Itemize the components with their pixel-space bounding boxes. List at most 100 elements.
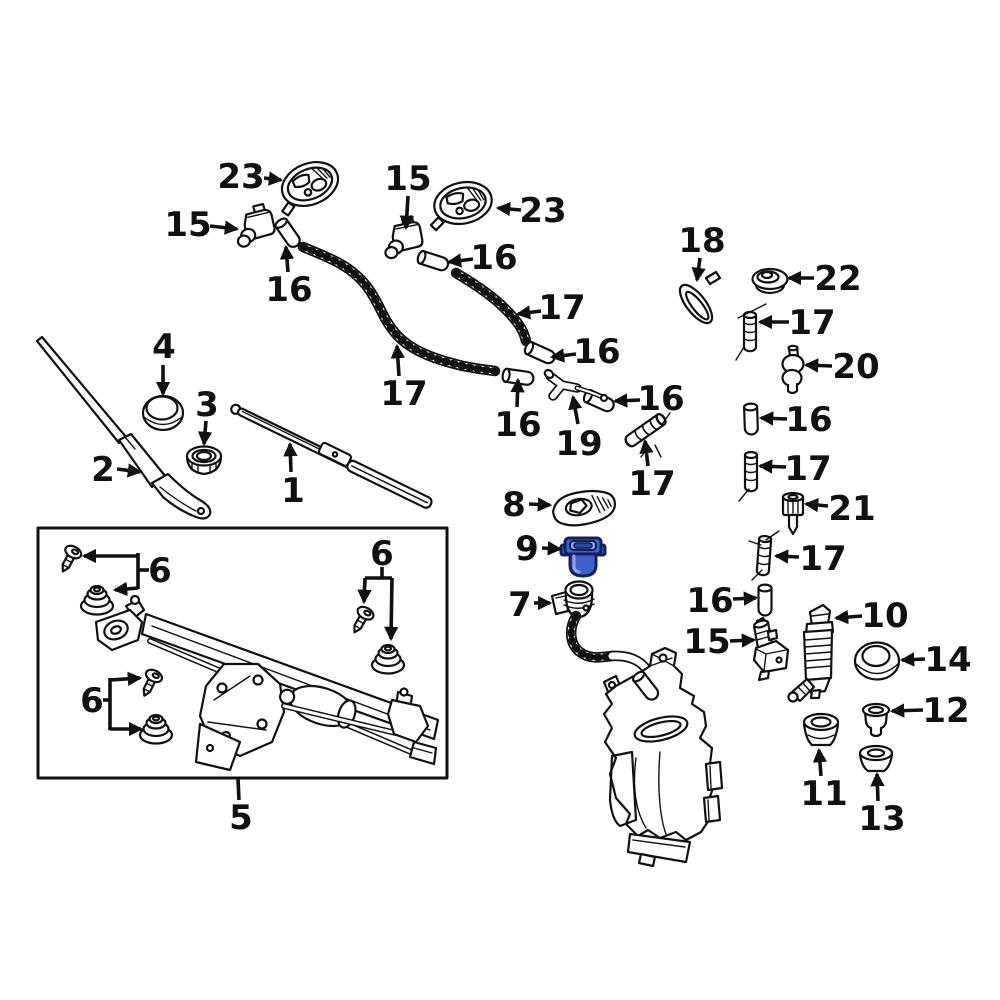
callout-label-15-22: 15 bbox=[683, 622, 730, 662]
callout-12-25: 12 bbox=[889, 691, 970, 731]
callout-label-22-14: 22 bbox=[814, 259, 861, 299]
callout-label-7-30: 7 bbox=[508, 585, 532, 625]
callout-13-27: 13 bbox=[858, 771, 906, 839]
callout-label-20-16: 20 bbox=[832, 347, 879, 387]
callout-label-17-3: 17 bbox=[380, 374, 427, 414]
callout-23-0: 23 bbox=[217, 157, 284, 197]
callout-16-8: 16 bbox=[549, 332, 621, 372]
callout-2-33: 2 bbox=[91, 450, 143, 490]
callout-label-17-7: 17 bbox=[538, 288, 585, 328]
callout-label-16-2: 16 bbox=[265, 270, 312, 310]
callout-label-17-12: 17 bbox=[628, 464, 675, 504]
hose-stub-drawing-3 bbox=[748, 530, 780, 581]
check-valve-drawing bbox=[752, 616, 790, 682]
callout-label-14-24: 14 bbox=[924, 640, 971, 680]
callout-label-17-18: 17 bbox=[784, 449, 831, 489]
callout-19-10: 19 bbox=[555, 394, 603, 464]
callout-14-24: 14 bbox=[899, 640, 972, 680]
callout-label-12-25: 12 bbox=[922, 691, 969, 731]
callout-label-17-15: 17 bbox=[788, 303, 835, 343]
callout-label-13-27: 13 bbox=[858, 799, 905, 839]
wiper-arm-cap-drawing bbox=[141, 394, 185, 432]
callout-label-15-1: 15 bbox=[164, 205, 211, 245]
parts-layer bbox=[35, 153, 901, 868]
callout-label-6-36: 6 bbox=[148, 551, 172, 591]
callout-17-20: 17 bbox=[773, 539, 847, 579]
wiper-arm-nut-drawing bbox=[185, 445, 223, 476]
callout-17-18: 17 bbox=[757, 449, 832, 489]
callout-label-21-19: 21 bbox=[828, 489, 875, 529]
callout-16-21: 16 bbox=[686, 581, 759, 621]
callout-label-10-23: 10 bbox=[861, 596, 908, 636]
callout-17-12: 17 bbox=[628, 438, 676, 504]
callout-11-26: 11 bbox=[800, 747, 848, 814]
callout-label-16-17: 16 bbox=[785, 400, 832, 440]
callout-23-5: 23 bbox=[495, 191, 567, 231]
callout-label-16-8: 16 bbox=[573, 332, 620, 372]
callout-label-16-21: 16 bbox=[686, 581, 733, 621]
callout-4-31: 4 bbox=[152, 327, 176, 397]
callout-label-15-4: 15 bbox=[384, 159, 431, 199]
sealing-plug-drawing bbox=[781, 491, 805, 536]
callout-label-5-35: 5 bbox=[229, 798, 253, 838]
callout-17-15: 17 bbox=[757, 303, 836, 343]
callout-22-14: 22 bbox=[786, 259, 862, 299]
wiper-arm-drawing bbox=[35, 335, 212, 520]
callout-15-4: 15 bbox=[384, 159, 432, 231]
callout-16-6: 16 bbox=[446, 238, 518, 278]
callout-label-3-32: 3 bbox=[195, 385, 219, 425]
hose-connector-sleeve-drawing-6 bbox=[742, 402, 760, 436]
callout-7-30: 7 bbox=[508, 585, 553, 625]
callout-16-9: 16 bbox=[494, 377, 542, 445]
callout-21-19: 21 bbox=[803, 489, 876, 529]
wiper-blade-drawing bbox=[230, 403, 433, 509]
callout-16-11: 16 bbox=[612, 379, 685, 419]
callout-label-16-6: 16 bbox=[470, 238, 517, 278]
callout-label-23-0: 23 bbox=[217, 157, 264, 197]
pump-grommet-ring-drawing bbox=[853, 641, 901, 681]
callout-label-9-29: 9 bbox=[515, 529, 539, 569]
callout-label-1-34: 1 bbox=[281, 471, 305, 511]
callout-17-3: 17 bbox=[380, 343, 428, 414]
callout-label-19-10: 19 bbox=[555, 424, 602, 464]
callout-15-22: 15 bbox=[683, 622, 757, 662]
reservoir-grommet-drawing-2 bbox=[802, 712, 840, 747]
callout-1-34: 1 bbox=[281, 441, 305, 511]
washer-pump-drawing bbox=[787, 603, 835, 703]
callout-6-37: 6 bbox=[357, 534, 399, 642]
washer-reservoir-drawing bbox=[602, 646, 724, 868]
callout-label-6-37: 6 bbox=[370, 534, 394, 574]
callout-6-38: 6 bbox=[80, 671, 144, 737]
hose-stub-drawing-2 bbox=[738, 450, 759, 502]
callout-16-17: 16 bbox=[758, 400, 833, 440]
grommet-cap-drawing bbox=[751, 267, 789, 295]
callout-5-35: 5 bbox=[229, 778, 253, 838]
callout-label-2-33: 2 bbox=[91, 450, 115, 490]
callout-18-13: 18 bbox=[678, 221, 726, 283]
callout-label-17-20: 17 bbox=[799, 539, 846, 579]
callout-17-7: 17 bbox=[515, 288, 586, 328]
callout-label-18-13: 18 bbox=[678, 221, 725, 261]
callout-10-23: 10 bbox=[833, 596, 909, 636]
check-valve-connector-drawing bbox=[781, 344, 805, 395]
callout-3-32: 3 bbox=[195, 385, 219, 447]
callout-label-4-31: 4 bbox=[152, 327, 176, 367]
hose-clip-drawing bbox=[678, 270, 722, 325]
cowl-seal-drawing bbox=[552, 489, 616, 527]
filler-neck-drawing bbox=[550, 580, 595, 619]
callout-label-6-38: 6 bbox=[80, 681, 104, 721]
hose-tee-drawing bbox=[543, 369, 609, 403]
hose-stub-drawing-1 bbox=[735, 303, 767, 361]
callout-label-16-11: 16 bbox=[637, 379, 684, 419]
callout-label-23-5: 23 bbox=[519, 191, 566, 231]
callout-label-16-9: 16 bbox=[494, 405, 541, 445]
callout-20-16: 20 bbox=[803, 347, 880, 387]
callout-label-11-26: 11 bbox=[800, 774, 847, 814]
callout-15-1: 15 bbox=[164, 205, 240, 245]
callout-6-36: 6 bbox=[81, 548, 172, 597]
callout-label-8-28: 8 bbox=[502, 485, 526, 525]
callout-16-2: 16 bbox=[265, 244, 313, 310]
